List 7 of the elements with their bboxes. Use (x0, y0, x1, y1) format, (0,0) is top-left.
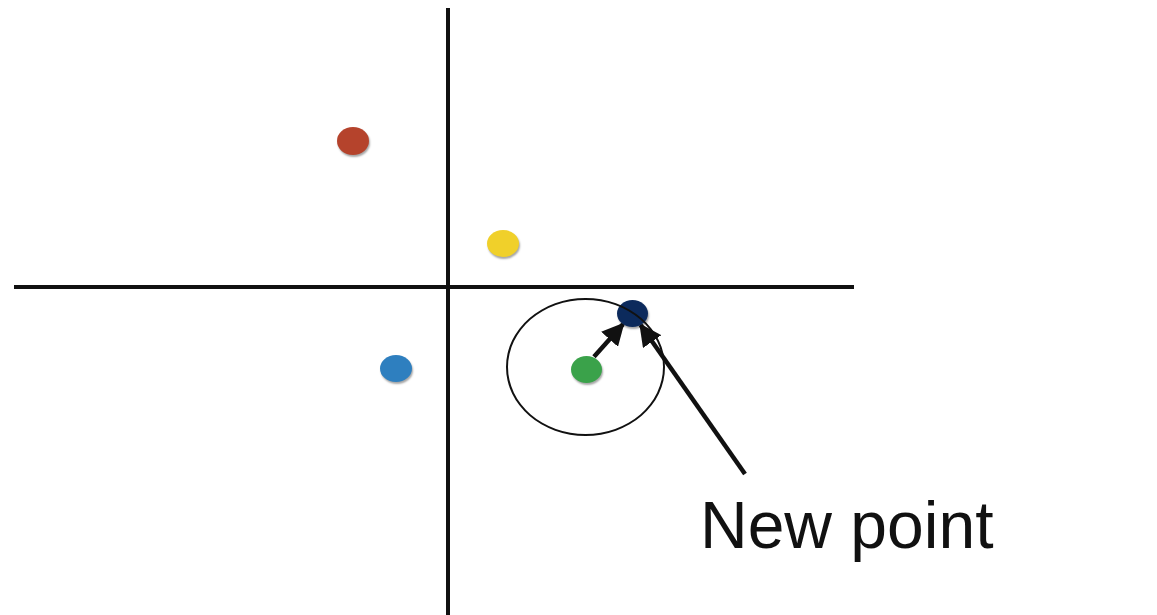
data-point (337, 127, 369, 155)
arrow (592, 322, 625, 359)
data-point (487, 230, 519, 257)
leader-line (638, 323, 747, 476)
data-point (571, 356, 602, 383)
data-point (380, 355, 412, 382)
neighborhood-circle (506, 298, 665, 436)
